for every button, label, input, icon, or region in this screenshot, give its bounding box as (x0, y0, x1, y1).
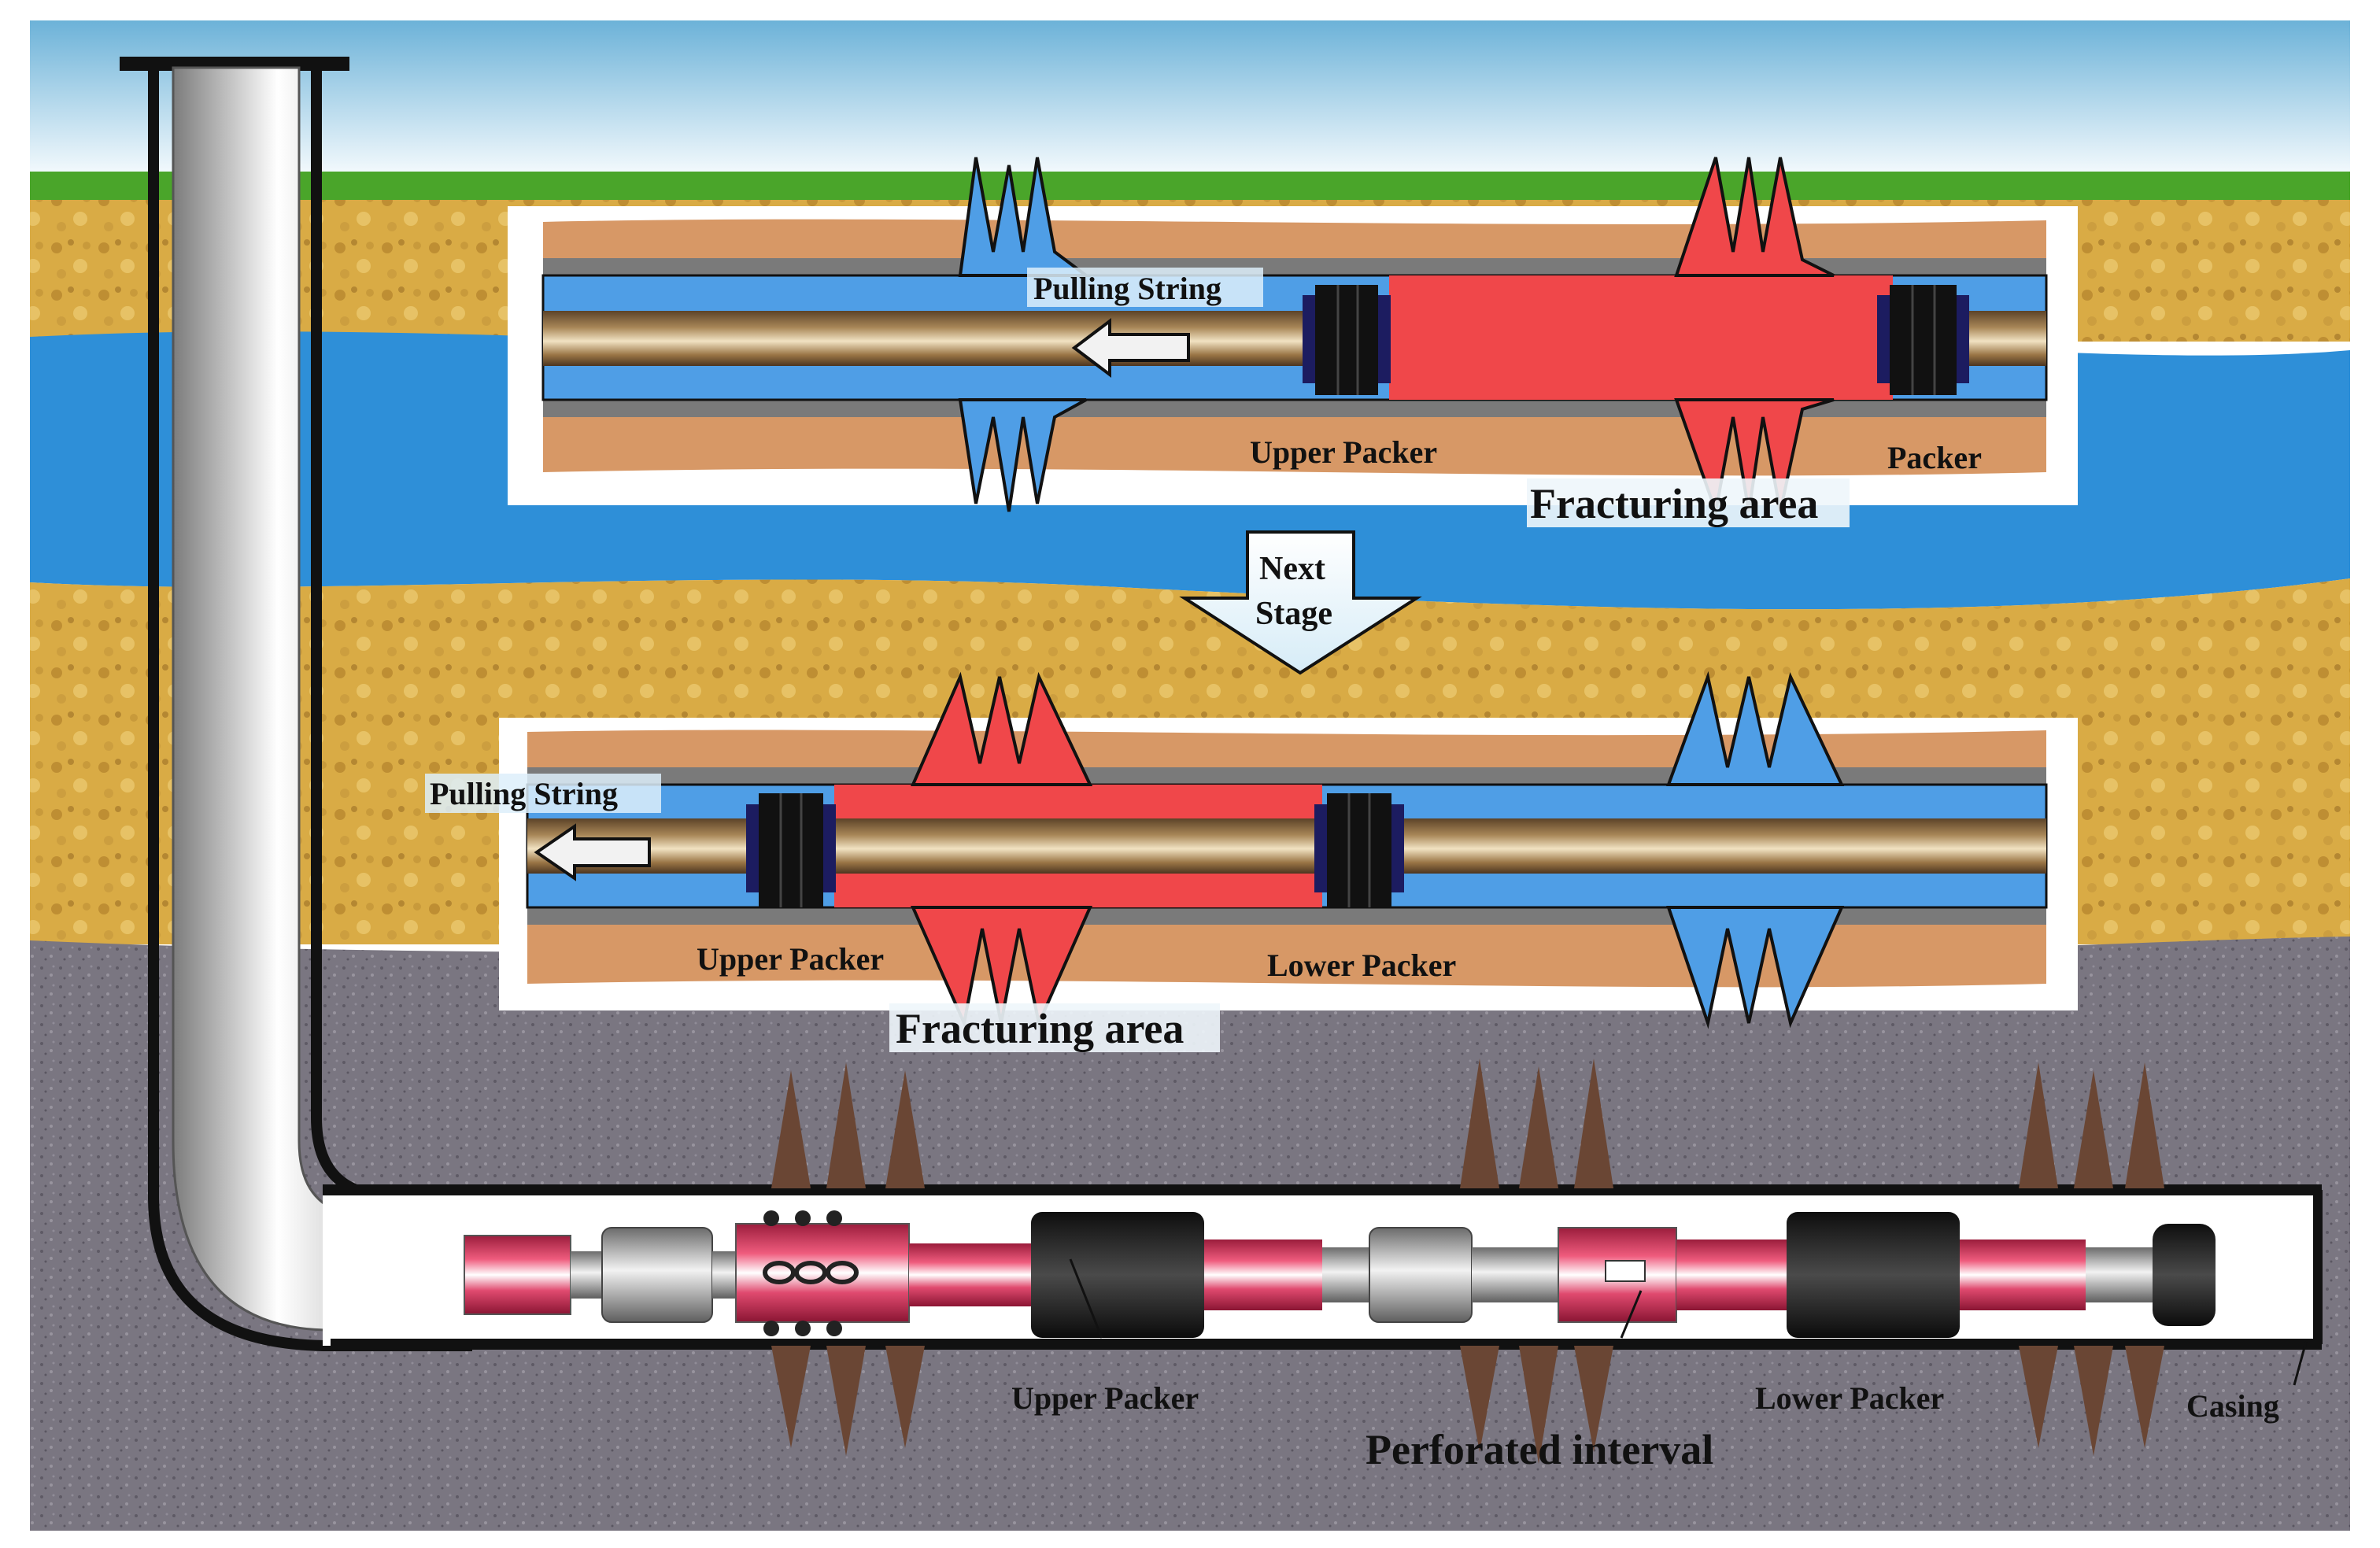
top-upper-packer-seal-left (1303, 295, 1315, 383)
bottom-fracture-blue-up (1666, 671, 1845, 786)
top-panel-formation-upper (543, 219, 2046, 258)
perforating-ports (763, 1210, 859, 1336)
perforated-interval-label: Perforated interval (1366, 1426, 1713, 1473)
top-pulling-arrow (1071, 317, 1190, 379)
wellbore-lower-packer-label: Lower Packer (1755, 1380, 1944, 1416)
tool-collar-2 (1369, 1227, 1473, 1323)
bottom-panel (425, 671, 2078, 1029)
tool-collar-1 (601, 1227, 713, 1323)
top-packer-seal-left (1877, 295, 1890, 383)
top-packer (1890, 285, 1957, 395)
tool-lower-packer-element (1787, 1212, 1960, 1338)
casing-label: Casing (2186, 1388, 2279, 1424)
bottom-lower-packer (1327, 793, 1391, 907)
top-packer-label: Packer (1887, 440, 1982, 475)
bottom-lower-packer-label: Lower Packer (1267, 948, 1456, 983)
sky (30, 20, 2350, 175)
bottom-casing-upper (527, 767, 2046, 785)
bottom-panel-formation-lower (527, 925, 2046, 988)
bottom-upper-packer (759, 793, 823, 907)
next-stage-arrow (1179, 530, 1422, 675)
bottom-upper-packer-seal-right (823, 804, 836, 892)
top-upper-packer (1315, 285, 1378, 395)
tool-mandrel-3 (1676, 1240, 1787, 1310)
next-stage-line1: Next (1259, 551, 1325, 587)
leader-lines (1069, 1258, 2308, 1386)
tool-guide-shoe (2153, 1224, 2216, 1326)
tool-mandrel-4 (1960, 1240, 2086, 1310)
bottom-lower-packer-seal-right (1391, 804, 1404, 892)
top-fracturing-area-label: Fracturing area (1530, 480, 1818, 527)
perforation-fractures-middle (1460, 1058, 1613, 1464)
top-casing-upper (543, 258, 2046, 275)
bottom-pulling-string-label: Pulling String (430, 776, 618, 811)
bottom-fracture-blue-down (1666, 906, 1845, 1029)
top-packer-seal-right (1957, 295, 1969, 383)
top-fracture-blue-down (958, 398, 1087, 512)
top-pulling-string-label: Pulling String (1033, 271, 1221, 306)
tool-mandrel-2 (1204, 1240, 1322, 1310)
tool-sleeve-port (1605, 1260, 1646, 1282)
next-stage-line2: Stage (1255, 596, 1332, 632)
tool-connector-1 (571, 1251, 602, 1299)
grass-layer (30, 172, 2350, 201)
wellbore-upper-packer-label: Upper Packer (1011, 1380, 1199, 1416)
tool-silver-3 (1472, 1247, 1558, 1302)
top-panel-formation-lower (543, 417, 2046, 476)
top-upper-packer-seal-right (1378, 295, 1391, 383)
bottom-fracture-red-up (910, 671, 1093, 786)
bottom-panel-formation-upper (527, 730, 2046, 767)
perforation-fractures-left (771, 1062, 925, 1456)
top-casing-lower (543, 400, 2046, 417)
bottom-pulling-arrow (534, 823, 651, 881)
perforation-fractures-right (2019, 1062, 2164, 1456)
top-fracture-red-up (1674, 157, 1835, 277)
bottom-lower-packer-seal-left (1314, 804, 1327, 892)
tool-sub-1 (464, 1235, 571, 1315)
bottom-casing-lower (527, 907, 2046, 925)
bottom-fracturing-area-label: Fracturing area (896, 1005, 1184, 1052)
tool-mandrel-1 (909, 1243, 1035, 1306)
top-fracture-overlay (1389, 311, 1893, 366)
tool-upper-packer-element (1031, 1212, 1204, 1338)
top-upper-packer-label: Upper Packer (1250, 434, 1437, 470)
bottom-upper-packer-seal-left (746, 804, 759, 892)
tool-silver-4 (2086, 1247, 2156, 1302)
tool-string (464, 1210, 2216, 1338)
tool-silver-2 (1322, 1247, 1369, 1302)
bottom-upper-packer-label: Upper Packer (697, 941, 884, 977)
top-panel (508, 157, 2078, 518)
vertical-casing-outer (148, 68, 472, 1351)
